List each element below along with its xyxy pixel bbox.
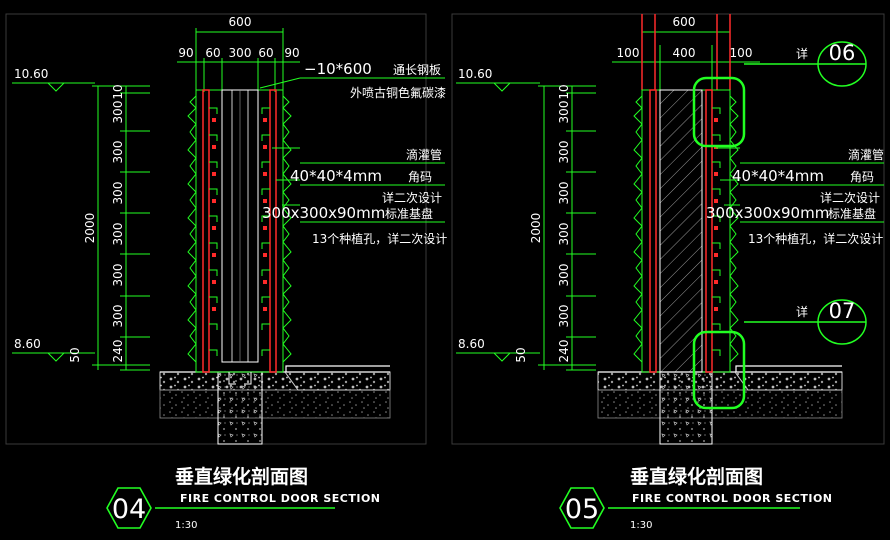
top-dimensions <box>612 28 760 92</box>
detail-label-b: 详 <box>796 304 808 319</box>
detail-symbols <box>744 41 867 345</box>
detail-ref-06: 06 <box>829 41 856 65</box>
overall-height: 2000 <box>83 213 97 244</box>
detail-label-a: 详 <box>796 46 808 61</box>
vdim-7: 300 <box>111 305 125 328</box>
dim-5: 90 <box>284 46 299 60</box>
dim-total: 600 <box>673 15 696 29</box>
ann-angle: 40*40*4mm <box>732 167 824 185</box>
ann-base-suffix: 标准基盘 <box>385 206 433 221</box>
section-title: 垂直绿化剖面图 <box>175 465 308 488</box>
section-title: 垂直绿化剖面图 <box>630 465 763 488</box>
section-subtitle: FIRE CONTROL DOOR SECTION <box>180 492 381 505</box>
vdim-7: 300 <box>557 305 571 328</box>
ann-plate: −10*600 <box>304 60 372 78</box>
vdim-1: 10 <box>111 84 125 99</box>
ann-drip: 滴灌管 <box>406 147 442 162</box>
detail-box-top <box>692 76 746 148</box>
title-block-05: 05 垂直绿化剖面图 FIRE CONTROL DOOR SECTION 1:3… <box>559 465 833 531</box>
ann-base: 300x300x90mm <box>262 204 385 222</box>
dim-2: 400 <box>673 46 696 60</box>
elevation-marks <box>12 82 95 362</box>
ann-holes: 13个种植孔，详二次设计 <box>748 231 883 246</box>
vdim-6: 300 <box>557 264 571 287</box>
detail-box-bottom <box>692 330 746 410</box>
dim-1: 100 <box>617 46 640 60</box>
vdim-3: 300 <box>111 141 125 164</box>
wall-structure <box>633 76 746 410</box>
wall-structure <box>187 89 292 385</box>
vdim-2: 300 <box>557 101 571 124</box>
ann-detail2: 详二次设计 <box>820 190 880 205</box>
ann-angle-suffix: 角码 <box>850 170 874 184</box>
ann-paint: 外喷古铜色氟碳漆 <box>350 85 446 100</box>
vertical-dimensions <box>538 85 596 371</box>
ann-detail2: 详二次设计 <box>382 190 442 205</box>
section-number: 04 <box>112 494 146 525</box>
elevation-top: 10.60 <box>14 67 48 81</box>
panel-05: 600 100 400 100 10.60 8.60 <box>451 13 885 531</box>
dim-4: 60 <box>258 46 273 60</box>
vdim-8: 240 <box>557 340 571 363</box>
elevation-bottom: 8.60 <box>458 337 485 351</box>
vdim-5: 300 <box>111 223 125 246</box>
ann-base-suffix: 标准基盘 <box>828 206 876 221</box>
vdim-8: 240 <box>111 340 125 363</box>
dim-2: 60 <box>205 46 220 60</box>
section-scale: 1:30 <box>630 520 652 531</box>
vdim-5: 300 <box>557 223 571 246</box>
panel-border <box>5 13 427 445</box>
vdim-4: 300 <box>111 182 125 205</box>
ground-section <box>159 365 391 445</box>
vdim-4: 300 <box>557 182 571 205</box>
ann-holes: 13个种植孔，详二次设计 <box>312 231 447 246</box>
vdim-9: 50 <box>68 347 82 362</box>
section-number: 05 <box>565 494 599 525</box>
dim-3: 300 <box>229 46 252 60</box>
panel-04: 600 90 60 300 60 90 10.60 8.60 <box>5 13 447 531</box>
dim-total: 600 <box>229 15 252 29</box>
elevation-top: 10.60 <box>458 67 492 81</box>
vdim-1: 10 <box>557 84 571 99</box>
vdim-6: 300 <box>111 264 125 287</box>
leader-lines <box>716 147 884 223</box>
ann-drip: 滴灌管 <box>848 147 884 162</box>
detail-ref-07: 07 <box>829 299 856 323</box>
ann-angle: 40*40*4mm <box>290 167 382 185</box>
elevation-marks <box>456 82 540 362</box>
vdim-3: 300 <box>557 141 571 164</box>
ground-section <box>597 365 843 445</box>
vertical-dimensions <box>92 85 150 371</box>
section-subtitle: FIRE CONTROL DOOR SECTION <box>632 492 833 505</box>
section-scale: 1:30 <box>175 520 197 531</box>
ann-angle-suffix: 角码 <box>408 170 432 184</box>
ann-plate-suffix: 通长钢板 <box>393 63 441 77</box>
vdim-2: 300 <box>111 101 125 124</box>
top-dimensions <box>177 28 300 92</box>
dim-3: 100 <box>730 46 753 60</box>
overall-height: 2000 <box>529 213 543 244</box>
title-block-04: 04 垂直绿化剖面图 FIRE CONTROL DOOR SECTION 1:3… <box>106 465 381 531</box>
elevation-bottom: 8.60 <box>14 337 41 351</box>
leader-lines <box>259 77 445 223</box>
dim-1: 90 <box>178 46 193 60</box>
ann-base: 300x300x90mm <box>706 204 829 222</box>
vdim-9: 50 <box>514 347 528 362</box>
